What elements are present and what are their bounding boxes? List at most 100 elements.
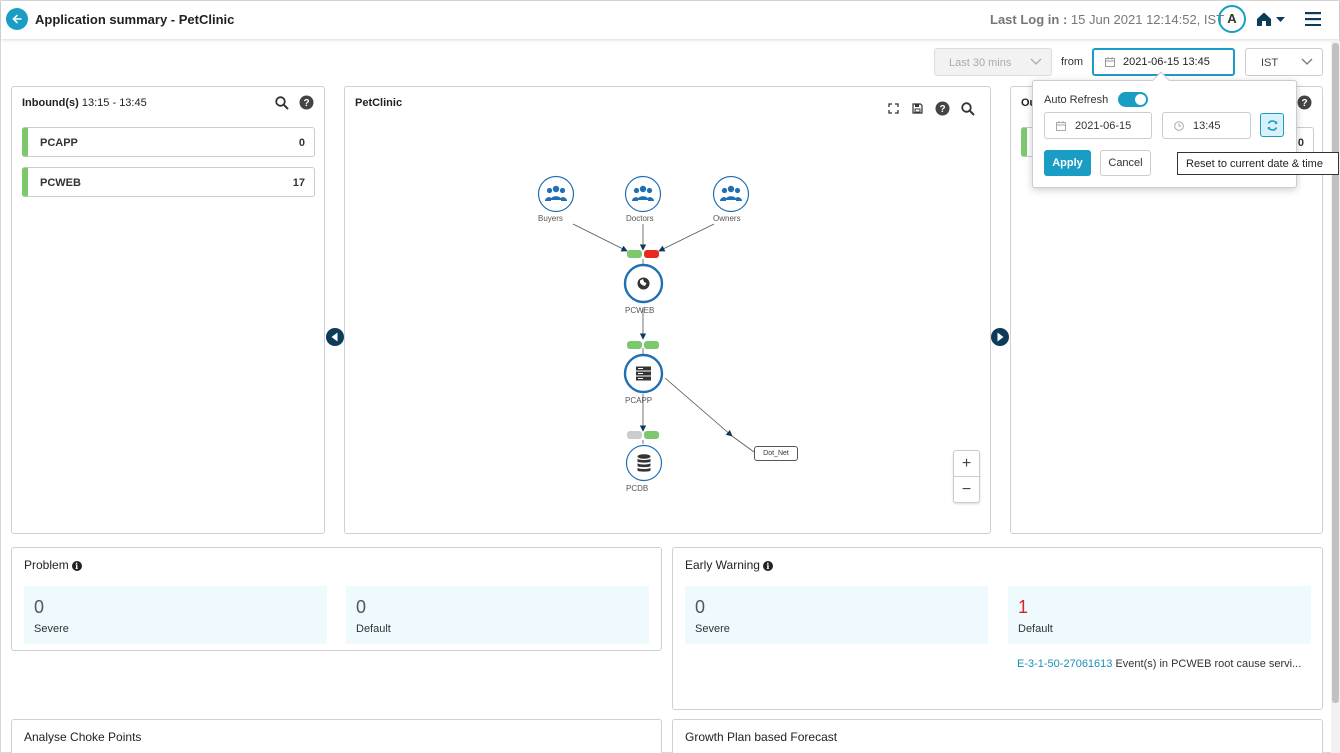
- problem-severe-tile[interactable]: 0 Severe: [24, 586, 327, 644]
- timezone-select[interactable]: IST: [1245, 48, 1323, 76]
- hamburger-menu-icon[interactable]: [1304, 12, 1322, 29]
- outbound-row-count: 0: [1297, 137, 1304, 149]
- growth-forecast-title: Growth Plan based Forecast: [685, 730, 838, 744]
- apply-button[interactable]: Apply: [1044, 150, 1091, 176]
- node-label-buyers: Buyers: [538, 214, 563, 223]
- fullscreen-icon[interactable]: [888, 103, 899, 114]
- from-label: from: [1061, 56, 1083, 68]
- refresh-icon: [1267, 120, 1278, 131]
- popover-date-input[interactable]: 2021-06-15: [1044, 112, 1152, 139]
- popover-time-input[interactable]: 13:45: [1162, 112, 1251, 139]
- datetime-popover: Auto Refresh 2021-06-15 13:45 Apply Canc…: [1032, 80, 1297, 188]
- reset-tooltip: Reset to current date & time: [1177, 152, 1339, 175]
- node-label-pcdb: PCDB: [626, 484, 649, 493]
- info-icon[interactable]: i: [71, 561, 82, 571]
- chevron-down-icon: [1301, 58, 1313, 65]
- help-icon[interactable]: ?: [1297, 95, 1312, 110]
- inbound-panel: Inbound(s) 13:15 - 13:45 ? PCAPP 0 PCWEB…: [11, 86, 325, 534]
- info-icon[interactable]: i: [762, 561, 773, 571]
- users-icon[interactable]: [712, 175, 750, 213]
- save-icon[interactable]: [912, 103, 923, 114]
- warning-severe-tile[interactable]: 0 Severe: [685, 586, 988, 644]
- search-icon[interactable]: [275, 96, 289, 110]
- warning-default-tile[interactable]: 1 Default: [1008, 586, 1311, 644]
- timezone-value: IST: [1261, 57, 1279, 69]
- zoom-out-button[interactable]: −: [961, 481, 972, 498]
- users-icon[interactable]: [537, 175, 575, 213]
- database-icon[interactable]: [625, 444, 663, 482]
- server-icon[interactable]: [623, 353, 664, 394]
- help-icon[interactable]: ?: [935, 101, 950, 116]
- collapse-right-icon[interactable]: [991, 328, 1009, 346]
- edge-status-pcweb-in: [627, 250, 659, 258]
- avatar[interactable]: A: [1218, 5, 1246, 33]
- from-datetime-input[interactable]: 2021-06-15 13:45: [1092, 48, 1235, 76]
- node-label-pcapp: PCAPP: [625, 396, 653, 405]
- popover-time-value: 13:45: [1193, 120, 1221, 132]
- topology-title: PetClinic: [355, 97, 403, 109]
- node-dotnet[interactable]: Dot_Net: [754, 446, 798, 461]
- chevron-down-icon: [1030, 58, 1042, 65]
- problem-severe-label: Severe: [34, 623, 69, 635]
- last-login-info: Last Log in : 15 Jun 2021 12:14:52, IST: [990, 12, 1224, 27]
- growth-forecast-card: Growth Plan based Forecast: [672, 719, 1323, 753]
- time-range-select[interactable]: Last 30 mins: [934, 48, 1052, 76]
- inbound-row-pcweb[interactable]: PCWEB 17: [22, 167, 315, 197]
- page-scrollbar[interactable]: [1331, 41, 1340, 753]
- time-range-value: Last 30 mins: [949, 57, 1012, 69]
- event-description: Event(s) in PCWEB root cause servi...: [1112, 658, 1302, 670]
- users-icon[interactable]: [624, 175, 662, 213]
- svg-text:?: ?: [1301, 98, 1307, 109]
- inbound-title-text: Inbound(s): [22, 97, 79, 109]
- reset-datetime-button[interactable]: [1260, 113, 1284, 137]
- choke-points-title: Analyse Choke Points: [24, 730, 142, 744]
- inbound-row-name: PCAPP: [40, 137, 78, 149]
- toggle-knob: [1135, 94, 1146, 105]
- clock-icon: [1174, 121, 1184, 131]
- svg-text:?: ?: [939, 104, 945, 115]
- inbound-row-pcapp[interactable]: PCAPP 0: [22, 127, 315, 157]
- node-label-doctors: Doctors: [626, 214, 654, 223]
- edge-status-pcdb-in: [627, 431, 659, 439]
- svg-text:?: ?: [303, 98, 309, 109]
- inbound-row-count: 17: [292, 177, 305, 189]
- page-title: Application summary - PetClinic: [35, 12, 235, 27]
- topology-panel: PetClinic ?: [344, 86, 991, 534]
- problem-default-count: 0: [356, 597, 367, 617]
- collapse-left-icon[interactable]: [326, 328, 344, 346]
- zoom-controls: + −: [953, 450, 980, 503]
- warning-severe-count: 0: [695, 597, 706, 617]
- choke-points-card: Analyse Choke Points: [11, 719, 662, 753]
- warning-event-line: E-3-1-50-27061613 Event(s) in PCWEB root…: [1017, 658, 1301, 670]
- last-login-label: Last Log in :: [990, 12, 1068, 27]
- problem-default-tile[interactable]: 0 Default: [346, 586, 649, 644]
- node-label-pcweb: PCWEB: [625, 306, 655, 315]
- problem-title-text: Problem: [24, 558, 69, 572]
- search-icon[interactable]: [961, 102, 975, 116]
- warning-severe-label: Severe: [695, 623, 730, 635]
- auto-refresh-toggle[interactable]: [1118, 92, 1148, 107]
- inbound-time-range: 13:15 - 13:45: [81, 97, 147, 109]
- inbound-row-count: 0: [298, 137, 305, 149]
- cancel-button[interactable]: Cancel: [1100, 150, 1151, 176]
- warning-default-label: Default: [1018, 623, 1053, 635]
- calendar-icon: [1105, 57, 1115, 67]
- home-icon[interactable]: [1256, 11, 1288, 30]
- warning-default-count: 1: [1018, 597, 1029, 617]
- last-login-value: 15 Jun 2021 12:14:52, IST: [1070, 12, 1225, 27]
- help-icon[interactable]: ?: [299, 95, 314, 110]
- early-warning-title-text: Early Warning: [685, 558, 760, 572]
- top-bar: Application summary - PetClinic Last Log…: [1, 1, 1339, 39]
- globe-icon[interactable]: [623, 263, 664, 304]
- event-id-link[interactable]: E-3-1-50-27061613: [1017, 658, 1113, 670]
- inbound-row-name: PCWEB: [40, 177, 81, 189]
- back-arrow-icon[interactable]: [6, 8, 28, 30]
- topology-graph: [572, 223, 755, 453]
- scrollbar-thumb[interactable]: [1332, 43, 1339, 703]
- node-label-owners: Owners: [713, 214, 741, 223]
- inbound-title: Inbound(s) 13:15 - 13:45: [22, 97, 147, 109]
- zoom-in-button[interactable]: +: [954, 451, 979, 477]
